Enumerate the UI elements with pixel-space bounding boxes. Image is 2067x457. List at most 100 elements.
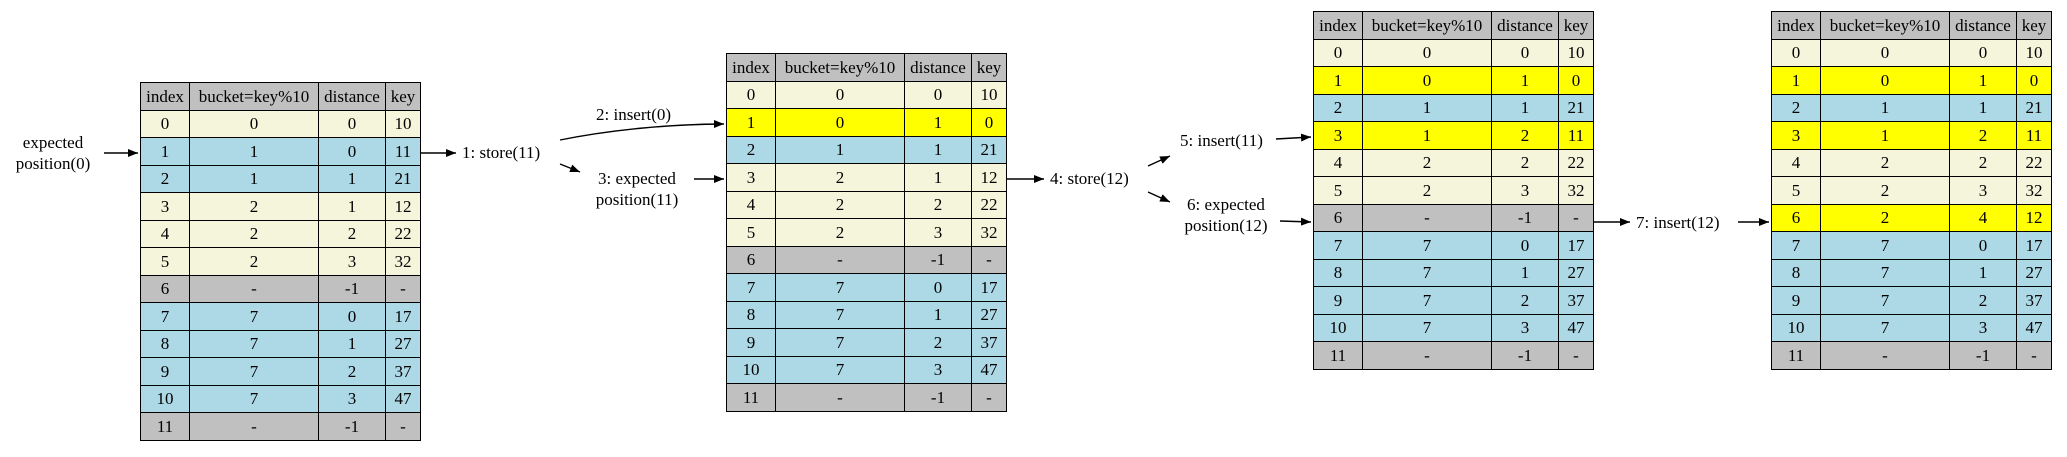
label-line: 6: expected [1187, 195, 1265, 214]
cell-key: 32 [2016, 176, 2052, 205]
cell-index: 11 [1771, 341, 1821, 370]
cell-index: 11 [726, 383, 776, 412]
header-key: key [2016, 11, 2052, 40]
cell-bucket: - [1362, 203, 1492, 232]
cell-distance: 0 [904, 80, 972, 109]
cell-bucket: 1 [189, 137, 319, 166]
cell-index: 6 [1313, 203, 1363, 232]
cell-bucket: 7 [1362, 286, 1492, 315]
arrow-insert11-to-table3 [1275, 133, 1312, 142]
cell-key: 17 [2016, 231, 2052, 260]
cell-key: 11 [1558, 121, 1594, 150]
cell-key: 37 [2016, 286, 2052, 315]
label-line: 3: expected [598, 169, 676, 188]
cell-key: - [2016, 341, 2052, 370]
cell-distance: 1 [1949, 258, 2017, 287]
cell-distance: -1 [318, 412, 386, 441]
cell-bucket: - [189, 412, 319, 441]
cell-bucket: 7 [1362, 313, 1492, 342]
cell-distance: 1 [904, 163, 972, 192]
label-expected-position-11: 3: expected position(11) [586, 168, 688, 210]
cell-index: 8 [140, 329, 190, 358]
cell-bucket: 1 [1362, 121, 1492, 150]
arrow-store12-to-expected12 [1147, 191, 1171, 203]
table-row: 6--1- [1313, 203, 1594, 232]
cell-index: 0 [1313, 38, 1363, 67]
label-insert-0: 2: insert(0) [596, 105, 672, 124]
header-distance: distance [1949, 11, 2017, 40]
cell-key: 21 [385, 164, 421, 193]
label-expected-position-12: 6: expected position(12) [1176, 194, 1276, 236]
cell-key: 0 [2016, 66, 2052, 95]
cell-key: 0 [1558, 66, 1594, 95]
cell-distance: 1 [904, 108, 972, 137]
cell-key: 10 [385, 109, 421, 138]
cell-key: 47 [1558, 313, 1594, 342]
cell-index: 3 [726, 163, 776, 192]
cell-key: 17 [1558, 231, 1594, 260]
cell-distance: 0 [1491, 231, 1559, 260]
cell-key: 0 [971, 108, 1007, 137]
cell-distance: 3 [1949, 313, 2017, 342]
cell-distance: 2 [904, 190, 972, 219]
cell-index: 7 [726, 273, 776, 302]
cell-distance: 4 [1949, 203, 2017, 232]
cell-bucket: - [775, 383, 905, 412]
cell-bucket: 2 [1362, 176, 1492, 205]
table-header-row: index bucket=key%10 distance key [1771, 11, 2052, 40]
table-header-row: index bucket=key%10 distance key [140, 82, 421, 111]
cell-bucket: 1 [775, 135, 905, 164]
table-row: 6--1- [726, 245, 1007, 274]
header-index: index [140, 82, 190, 111]
label-store-12: 4: store(12) [1050, 169, 1129, 188]
cell-bucket: 7 [1362, 258, 1492, 287]
cell-distance: 1 [318, 164, 386, 193]
cell-index: 10 [140, 384, 190, 413]
cell-key: 10 [1558, 38, 1594, 67]
cell-key: 12 [971, 163, 1007, 192]
cell-index: 4 [140, 219, 190, 248]
arrow-expected12-to-table3 [1279, 217, 1312, 226]
label-line: expected [22, 133, 84, 152]
cell-key: 11 [385, 137, 421, 166]
cell-bucket: 2 [1362, 148, 1492, 177]
cell-key: 17 [971, 273, 1007, 302]
cell-index: 3 [140, 192, 190, 221]
cell-key: - [971, 245, 1007, 274]
cell-key: 47 [385, 384, 421, 413]
label-line: position(11) [595, 190, 679, 209]
cell-index: 1 [1313, 66, 1363, 95]
cell-key: - [1558, 203, 1594, 232]
cell-key: 27 [1558, 258, 1594, 287]
cell-distance: 0 [1949, 231, 2017, 260]
cell-distance: 3 [1491, 313, 1559, 342]
label-insert-11: 5: insert(11) [1180, 131, 1263, 150]
cell-key: - [385, 412, 421, 441]
cell-index: 9 [140, 357, 190, 386]
cell-distance: 2 [1949, 286, 2017, 315]
cell-bucket: 2 [775, 163, 905, 192]
cell-index: 5 [726, 218, 776, 247]
cell-bucket: 0 [189, 109, 319, 138]
cell-key: 21 [2016, 93, 2052, 122]
header-distance: distance [1491, 11, 1559, 40]
cell-bucket: - [189, 274, 319, 303]
arrow-store-to-expected11 [559, 163, 581, 173]
cell-key: 32 [385, 247, 421, 276]
cell-bucket: 0 [1362, 66, 1492, 95]
cell-distance: 3 [1949, 176, 2017, 205]
cell-index: 8 [1771, 258, 1821, 287]
cell-bucket: 2 [189, 192, 319, 221]
